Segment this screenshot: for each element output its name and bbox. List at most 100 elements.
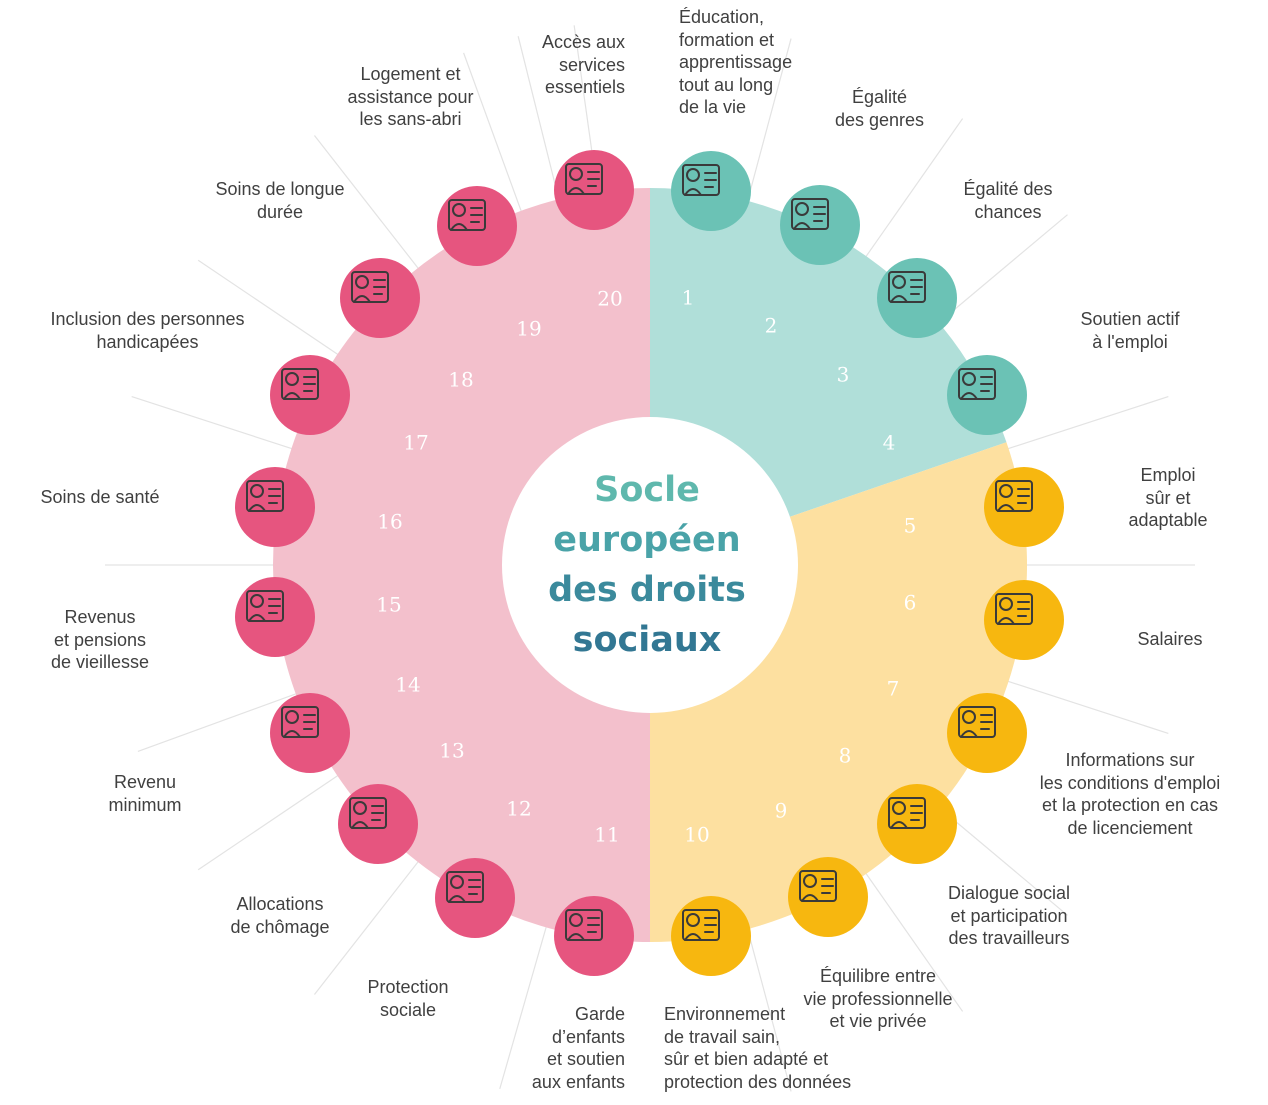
principle-label: Éducation, formation et apprentissage to… [679,7,793,117]
protected-workers-icon [446,871,484,903]
principle-icon-circle [877,784,957,864]
principle-number: 12 [506,797,531,821]
wheelchair-desk-icon [281,368,319,400]
document-glasses-icon [246,590,284,622]
info-shield-icon [958,706,996,738]
icon-circle [671,896,751,976]
principle-label: Garde d’enfants et soutien aux enfants [531,1004,625,1092]
principle-icon-circle [235,467,315,547]
principle-icon-circle [671,896,751,976]
parent-briefcase-icon [799,870,837,902]
principle-icon-circle [780,185,860,265]
umbrella-family-icon [349,797,387,829]
principle-icon-circle [554,896,634,976]
principle-label: Allocations de chômage [230,894,330,937]
icon-circle [338,784,418,864]
principle-icon-circle [877,258,957,338]
icon-circle [437,186,517,266]
principle-icon-circle [984,467,1064,547]
principle-label: Emploi sûr et adaptable [1128,465,1208,530]
principle-label: Protection sociale [367,977,449,1020]
principle-icon-circle [947,693,1027,773]
principle-number: 18 [448,368,473,392]
principle-icon-circle [340,258,420,338]
workers-icon [995,480,1033,512]
principle-number: 10 [684,823,709,847]
principle-icon-circle [671,151,751,231]
principle-number: 6 [904,591,917,615]
icon-circle [554,150,634,230]
icon-circle [984,580,1064,660]
icon-circle [984,467,1064,547]
principle-number: 17 [403,431,428,455]
principle-icon-circle [270,355,350,435]
icon-circle [435,858,515,938]
principle-icon-circles [235,150,1064,976]
first-aid-kit-icon [246,480,284,512]
principle-number: 1 [682,286,695,310]
principle-label: Accès aux services essentiels [541,32,625,97]
principle-number: 13 [439,739,464,763]
worker-shield-icon [682,909,720,941]
principle-number: 15 [376,593,401,617]
parent-child-icon [565,909,603,941]
graduation-screen-icon [682,164,720,196]
elderly-walker-icon [351,271,389,303]
principle-number: 16 [377,510,402,534]
principle-number: 19 [516,317,541,341]
principle-label: Soins de santé [40,487,160,507]
principle-label: Salaires [1137,629,1203,649]
principle-number: 5 [904,514,917,538]
sector-pink [273,188,650,942]
principle-label: Inclusion des personnes handicapées [50,309,245,352]
principle-label: Équilibre entre vie professionnelle et v… [803,966,953,1031]
principle-label: Égalité des genres [834,87,925,130]
icon-circle [340,258,420,338]
icon-circle [947,693,1027,773]
presentation-board-icon [958,368,996,400]
principle-number: 7 [887,677,900,701]
principle-icon-circle [270,693,350,773]
principle-icon-circle [235,577,315,657]
icon-circle [270,693,350,773]
principle-number: 11 [594,823,619,847]
principle-label: Soutien actif à l'emploi [1080,309,1180,352]
principle-icon-circle [554,150,634,230]
principle-label: Logement et assistance pour les sans-abr… [347,64,474,129]
icon-circle [235,577,315,657]
hand-coins-icon [281,706,319,738]
principle-icon-circle [435,858,515,938]
principle-number: 4 [883,431,896,455]
principle-label: Revenu minimum [108,772,182,815]
icon-circle [877,784,957,864]
principle-label: Soins de longue durée [215,179,345,222]
principle-number: 3 [837,363,850,387]
principle-number: 2 [765,314,778,338]
center-title-line: sociaux [572,620,722,660]
principle-number: 14 [395,673,420,697]
center-title: Socle européen des droits sociaux [507,465,787,665]
hand-lightbulb-icon [565,163,603,195]
icon-circle [788,857,868,937]
principle-icon-circle [788,857,868,937]
icon-circle [235,467,315,547]
center-title-line: européen [553,520,741,560]
center-hub [502,417,798,713]
principle-label: Revenus et pensions de vieillesse [50,607,150,672]
principle-number: 8 [839,744,852,768]
principle-number: 20 [597,287,622,311]
icon-circle [270,355,350,435]
center-title-line: des droits [548,570,746,610]
principle-number: 9 [775,799,788,823]
principle-icon-circle [338,784,418,864]
principle-icon-circle [437,186,517,266]
center-title-line: Socle [594,470,700,510]
principle-label: Informations sur les conditions d'emploi… [1039,750,1221,838]
principle-icon-circle [947,355,1027,435]
coins-rising-icon [995,593,1033,625]
helping-up-stairs-icon [888,271,926,303]
principle-icon-circle [984,580,1064,660]
gender-balance-icon [791,198,829,230]
